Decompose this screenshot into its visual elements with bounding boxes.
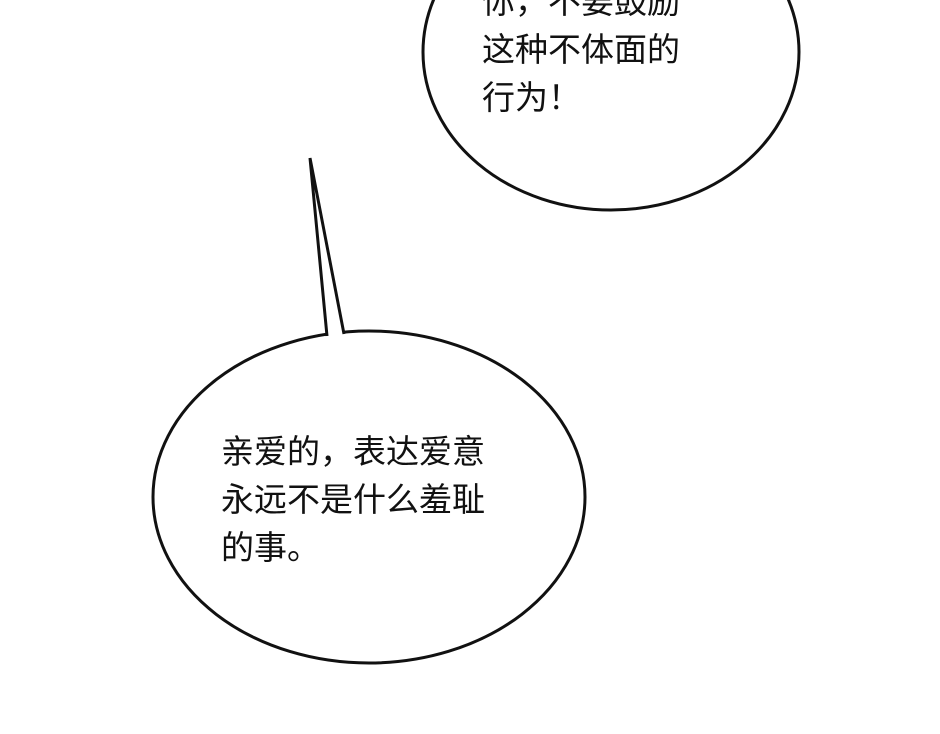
text-line: 这种不体面的 bbox=[482, 30, 680, 69]
text-line: 你，不要鼓励 bbox=[482, 0, 680, 21]
text-line: 行为！ bbox=[482, 78, 581, 117]
top-speech-bubble bbox=[421, 0, 801, 212]
text-line: 的事。 bbox=[221, 528, 320, 567]
bottom-bubble-text: 亲爱的，表达爱意 永远不是什么羞耻 的事。 bbox=[221, 428, 485, 572]
top-bubble-text: 你，不要鼓励 这种不体面的 行为！ bbox=[482, 0, 680, 122]
bottom-bubble-tail bbox=[308, 157, 346, 337]
text-line: 亲爱的，表达爱意 bbox=[221, 432, 485, 471]
bottom-speech-bubble bbox=[151, 329, 587, 665]
text-line: 永远不是什么羞耻 bbox=[221, 480, 485, 519]
